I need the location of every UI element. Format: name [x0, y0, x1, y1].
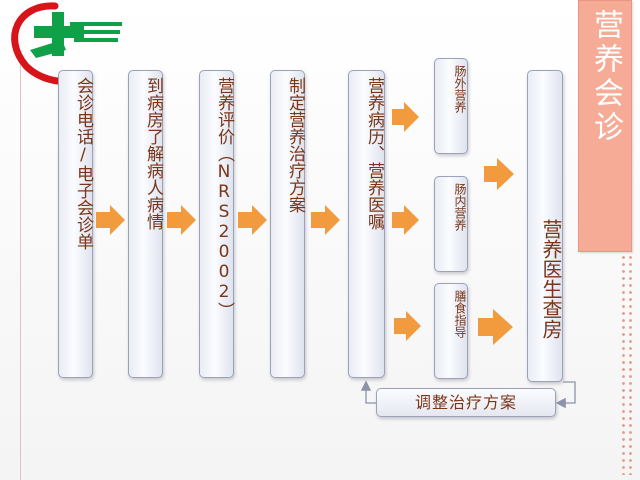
step-box-nutrition-assessment: 营养评价（NRS2002） [199, 70, 234, 378]
arrow-right-icon [484, 158, 514, 190]
feedback-connector [360, 380, 376, 404]
step-label: 会诊电话/电子会诊单 [73, 77, 93, 250]
feedback-connector [555, 381, 576, 409]
route-box-diet-guidance: 膳食指导 [434, 283, 468, 379]
step-label: 制定营养治疗方案 [285, 77, 305, 213]
step-label: 营养病历、营养医嘱 [364, 77, 384, 230]
step-label: 到病房了解病人病情 [143, 77, 163, 230]
step-box-ward-visit: 到病房了解病人病情 [128, 70, 163, 378]
step-label: 营养评价（NRS2002） [214, 77, 234, 319]
arrow-right-icon [392, 102, 419, 132]
arrow-right-icon [311, 205, 340, 235]
arrow-right-icon [238, 205, 267, 235]
title-panel: 营养会诊 [578, 0, 632, 252]
feedback-box-adjust-plan: 调整治疗方案 [376, 388, 556, 417]
page-title: 营养会诊 [588, 9, 623, 145]
step-box-records-orders: 营养病历、营养医嘱 [348, 70, 385, 378]
arrow-right-icon [392, 205, 419, 235]
final-label: 营养医生查房 [539, 219, 563, 339]
arrow-right-icon [96, 205, 125, 235]
route-label: 膳食指导 [453, 290, 467, 338]
route-label: 肠外营养 [453, 65, 467, 113]
final-box-ward-round: 营养医生查房 [527, 70, 563, 382]
arrow-right-icon [167, 205, 196, 235]
step-box-consult-request: 会诊电话/电子会诊单 [58, 70, 93, 378]
arrow-right-icon [394, 311, 421, 341]
arrow-right-icon [478, 309, 513, 345]
route-box-enteral: 肠内营养 [434, 176, 468, 272]
route-box-parenteral: 肠外营养 [434, 58, 468, 154]
step-box-treatment-plan: 制定营养治疗方案 [270, 70, 305, 378]
left-divider-line [20, 60, 21, 480]
decorative-dot-pattern [620, 240, 634, 475]
route-label: 肠内营养 [453, 183, 467, 231]
feedback-label: 调整治疗方案 [414, 393, 517, 412]
